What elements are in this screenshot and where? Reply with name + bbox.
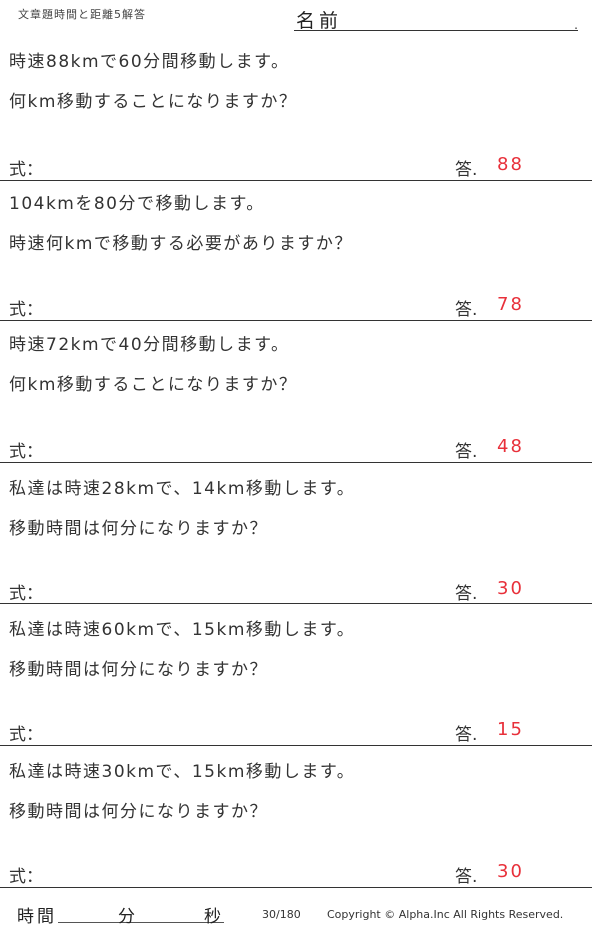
formula-label: 式： <box>9 867 43 887</box>
formula-label: 式： <box>9 584 43 604</box>
answer-label: 答. <box>455 442 478 462</box>
question-line-2: 移動時間は何分になりますか？ <box>9 802 268 822</box>
problem-5: 私達は時速60kmで、15km移動します。 移動時間は何分になりますか？ 式： … <box>0 603 592 746</box>
question-line-1: 私達は時速28kmで、14km移動します。 <box>9 479 356 499</box>
worksheet-footer: 時間 分 秒 30/180 Copyright © Alpha.Inc All … <box>0 898 600 928</box>
problem-6: 私達は時速30kmで、15km移動します。 移動時間は何分になりますか？ 式： … <box>0 745 592 888</box>
answer-value: 15 <box>497 719 524 740</box>
formula-label: 式： <box>9 725 43 745</box>
question-line-2: 時速何kmで移動する必要がありますか？ <box>9 234 353 254</box>
question-line-1: 私達は時速60kmで、15km移動します。 <box>9 620 356 640</box>
answer-value: 88 <box>497 154 524 175</box>
copyright-text: Copyright © Alpha.Inc All Rights Reserve… <box>327 908 564 921</box>
question-line-1: 時速72kmで40分間移動します。 <box>9 335 290 355</box>
question-line-1: 104kmを80分で移動します。 <box>9 194 265 214</box>
answer-value: 78 <box>497 294 524 315</box>
question-line-1: 私達は時速30kmで、15km移動します。 <box>9 762 356 782</box>
answer-value: 30 <box>497 578 524 599</box>
name-field[interactable]: 名前 . <box>294 8 578 32</box>
answer-label: 答. <box>455 867 478 887</box>
worksheet-title: 文章題時間と距離5解答 <box>18 8 146 21</box>
time-entry-line[interactable] <box>58 922 224 923</box>
name-dot: . <box>574 18 578 32</box>
answer-value: 30 <box>497 861 524 882</box>
formula-label: 式： <box>9 160 43 180</box>
answer-label: 答. <box>455 725 478 745</box>
formula-label: 式： <box>9 442 43 462</box>
answer-label: 答. <box>455 584 478 604</box>
answer-label: 答. <box>455 160 478 180</box>
problem-3: 時速72kmで40分間移動します。 何km移動することになりますか？ 式： 答.… <box>0 320 592 463</box>
seconds-label: 秒 <box>204 907 221 927</box>
formula-label: 式： <box>9 300 43 320</box>
problem-2: 104kmを80分で移動します。 時速何kmで移動する必要がありますか？ 式： … <box>0 180 592 321</box>
problem-1: 時速88kmで60分間移動します。 何km移動することになりますか？ 式： 答.… <box>0 38 592 181</box>
question-line-2: 何km移動することになりますか？ <box>9 92 298 112</box>
question-line-2: 移動時間は何分になりますか？ <box>9 519 268 539</box>
name-label: 名前 <box>296 10 343 32</box>
question-line-1: 時速88kmで60分間移動します。 <box>9 52 290 72</box>
question-line-2: 何km移動することになりますか？ <box>9 375 298 395</box>
answer-value: 48 <box>497 436 524 457</box>
time-label: 時間 <box>17 907 57 927</box>
minutes-label: 分 <box>118 907 135 927</box>
problem-4: 私達は時速28kmで、14km移動します。 移動時間は何分になりますか？ 式： … <box>0 462 592 604</box>
question-line-2: 移動時間は何分になりますか？ <box>9 660 268 680</box>
answer-label: 答. <box>455 300 478 320</box>
page-number: 30/180 <box>262 908 301 921</box>
